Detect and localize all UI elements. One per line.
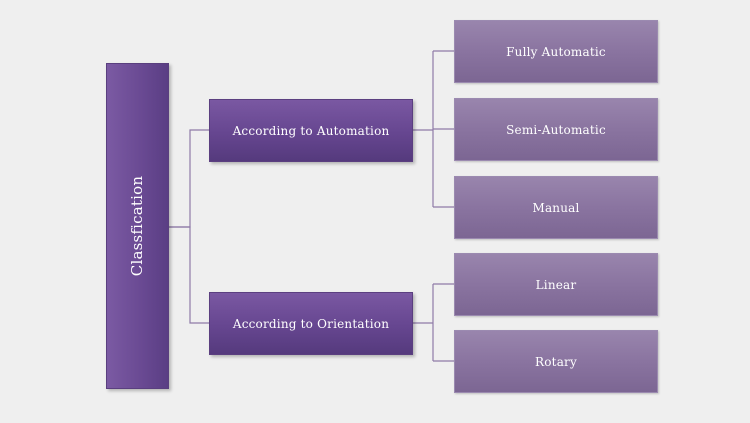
connector-root-to-automation [169,129,209,228]
root-node-classification: Classfication [106,63,169,389]
leaf-node-rotary: Rotary [454,330,658,393]
connector-orientation-to-leaves [413,283,454,362]
leaf-node-linear: Linear [454,253,658,316]
leaf-node-label: Fully Automatic [506,44,606,59]
leaf-node-label: Linear [535,277,577,292]
connector-automation-to-leaves [413,50,454,208]
branch-node-orientation: According to Orientation [209,292,413,355]
leaf-node-semi-automatic: Semi-Automatic [454,98,658,161]
leaf-node-label: Manual [532,200,580,215]
connector-root-to-orientation [169,226,209,324]
leaf-node-manual: Manual [454,176,658,239]
leaf-node-label: Rotary [535,354,577,369]
branch-node-label: According to Orientation [232,316,390,331]
branch-node-automation: According to Automation [209,99,413,162]
branch-node-label: According to Automation [232,123,390,138]
root-node-label: Classfication [128,175,147,277]
leaf-node-label: Semi-Automatic [506,122,606,137]
leaf-node-fully-automatic: Fully Automatic [454,20,658,83]
